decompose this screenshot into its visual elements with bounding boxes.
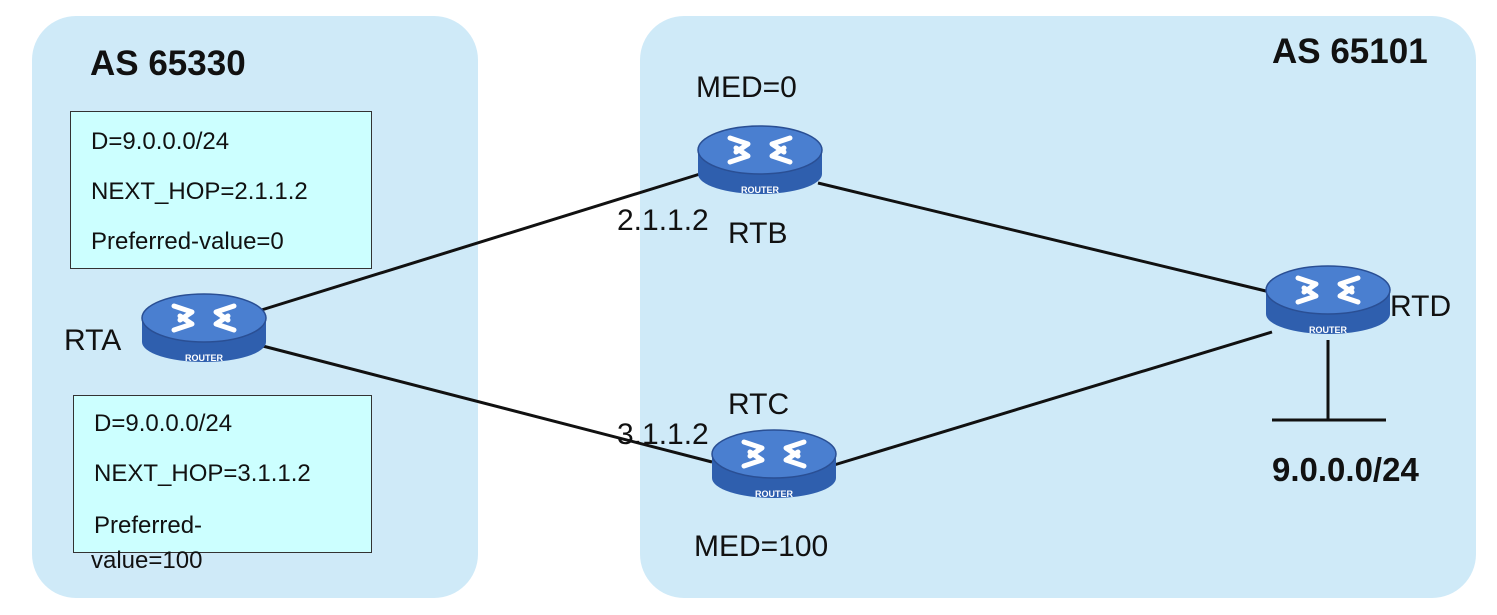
router-badge: ROUTER: [741, 185, 780, 195]
route-preferred-value-line2: value=100: [91, 547, 203, 574]
router-label-rtb: RTB: [728, 217, 788, 250]
router-label-rtd: RTD: [1390, 290, 1452, 323]
route-info-box-rtc: D=9.0.0.0/24 NEXT_HOP=3.1.1.2 Preferred-: [73, 395, 372, 553]
route-preferred-value: Preferred-value=0: [91, 228, 284, 255]
route-next-hop: NEXT_HOP=2.1.1.2: [91, 178, 308, 205]
route-dest: D=9.0.0.0/24: [91, 128, 230, 155]
link-rta-rtb: [254, 172, 701, 314]
router-icon: ROUTER: [711, 429, 837, 499]
as-left-title: AS 65330: [90, 44, 246, 83]
route-preferred-value-line1: Preferred-: [94, 512, 203, 539]
router-badge: ROUTER: [1309, 325, 1348, 335]
router-label-rta: RTA: [64, 324, 122, 357]
router-badge: ROUTER: [185, 353, 224, 363]
router-icon: ROUTER: [697, 125, 823, 195]
network-label: 9.0.0.0/24: [1272, 451, 1419, 488]
as-right-title: AS 65101: [1272, 32, 1428, 71]
router-icon: ROUTER: [1265, 265, 1391, 335]
link-rtc-rtd: [833, 330, 1273, 467]
router-rta: ROUTER: [140, 292, 268, 376]
router-label-rtc: RTC: [728, 388, 790, 421]
ip-label-rtc: 3.1.1.2: [617, 418, 709, 451]
route-info-box-rtb: D=9.0.0.0/24 NEXT_HOP=2.1.1.2 Preferred-…: [70, 111, 372, 269]
router-rtc: ROUTER: [710, 428, 838, 512]
router-rtd: ROUTER: [1264, 264, 1392, 348]
link-rtb-rtd: [817, 181, 1271, 294]
med-label-rtb: MED=0: [696, 71, 797, 104]
route-next-hop: NEXT_HOP=3.1.1.2: [94, 460, 311, 487]
ip-label-rtb: 2.1.1.2: [617, 204, 709, 237]
link-rta-rtc: [254, 342, 713, 464]
route-dest: D=9.0.0.0/24: [94, 410, 233, 437]
med-label-rtc: MED=100: [694, 530, 829, 563]
router-icon: ROUTER: [141, 293, 267, 363]
router-rtb: ROUTER: [696, 124, 824, 208]
router-badge: ROUTER: [755, 489, 794, 499]
